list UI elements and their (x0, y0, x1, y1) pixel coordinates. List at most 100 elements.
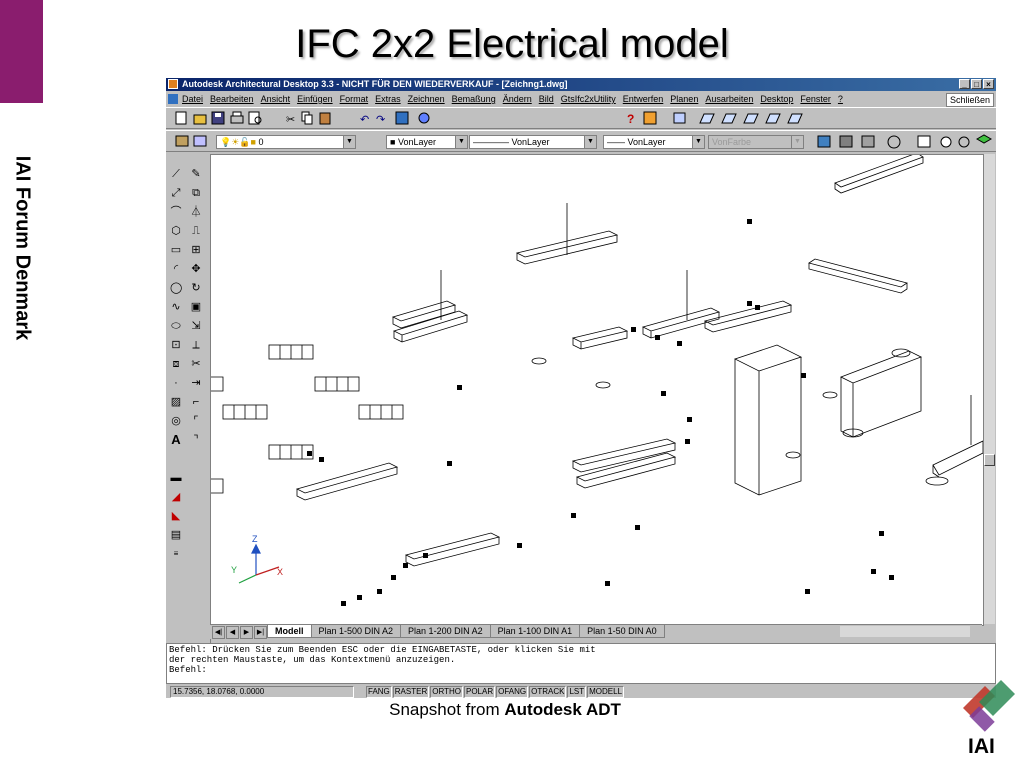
mirror-icon[interactable]: ⏃ (190, 206, 202, 218)
status-lst[interactable]: LST (567, 686, 587, 698)
fillet-icon[interactable]: ⌝ (193, 434, 199, 446)
horizontal-scrollbar[interactable] (840, 626, 970, 637)
wall-tool-icon[interactable]: ▬ (170, 472, 182, 484)
menu-bemassung[interactable]: Bemaßung (451, 94, 496, 104)
junction-spool[interactable] (595, 381, 611, 389)
chevron-down-icon[interactable]: ▼ (791, 136, 803, 148)
outlet-boxes[interactable] (307, 219, 894, 606)
view-iso3-icon[interactable] (743, 113, 759, 124)
object-properties-icon[interactable] (817, 135, 831, 148)
layer-combo[interactable]: 💡☀🔓■ 0 ▼ (216, 135, 356, 149)
move-icon[interactable]: ✥ (191, 263, 201, 275)
close-document-button[interactable]: Schließen (945, 93, 994, 107)
linetype-combo[interactable]: ———— VonLayer ▼ (469, 135, 597, 149)
cable-tray[interactable] (571, 326, 629, 350)
junction-spool[interactable] (785, 451, 801, 459)
open-folder-icon[interactable] (193, 114, 207, 125)
plotstyle-combo[interactable]: VonFarbe ▼ (708, 135, 804, 149)
cable-tray[interactable] (515, 230, 619, 265)
command-window[interactable]: Befehl: Drücken Sie zum Beenden ESC oder… (166, 643, 996, 684)
distribution-panel[interactable] (268, 344, 314, 360)
layer-manager-icon[interactable] (175, 135, 189, 147)
cable-tray[interactable] (834, 155, 924, 194)
cable-tray[interactable] (808, 258, 908, 294)
view-iso4-icon[interactable] (765, 113, 781, 124)
render-icon[interactable] (887, 135, 901, 149)
stretch-icon[interactable]: ⇲ (191, 320, 201, 332)
polyline-icon[interactable]: ⌒ (170, 206, 182, 218)
document-icon[interactable] (168, 94, 178, 104)
status-ortho[interactable]: ORTHO (430, 686, 463, 698)
command-prompt[interactable]: Befehl: (169, 665, 207, 675)
chevron-down-icon[interactable]: ▼ (455, 136, 467, 148)
orbit-icon[interactable] (958, 136, 970, 148)
view-iso-icon[interactable] (699, 113, 715, 124)
menu-ansicht[interactable]: Ansicht (260, 94, 291, 104)
tab-prev-button[interactable]: ◀ (226, 626, 239, 639)
status-ofang[interactable]: OFANG (496, 686, 529, 698)
vertical-scrollbar[interactable] (984, 154, 995, 624)
distribution-panel[interactable] (314, 376, 360, 392)
polygon-icon[interactable]: ⬡ (171, 225, 181, 237)
offset-icon[interactable]: ⎍ (192, 225, 200, 237)
insert-block-icon[interactable]: ⊡ (171, 339, 181, 351)
circle-icon[interactable]: ◯ (170, 282, 183, 294)
lengthen-icon[interactable]: ⟂ (192, 339, 200, 351)
menu-entwerfen[interactable]: Entwerfen (622, 94, 664, 104)
menu-gtsifc2xutility[interactable]: GtsIfc2xUtility (560, 94, 616, 104)
zoom-icon[interactable] (418, 112, 430, 124)
erase-icon[interactable]: ✎ (191, 168, 201, 180)
help-icon[interactable]: ? (627, 112, 634, 126)
rotate-icon[interactable]: ↻ (191, 282, 201, 294)
menu-ausarbeiten[interactable]: Ausarbeiten (705, 94, 754, 104)
print-icon[interactable] (230, 111, 244, 124)
menu-help[interactable]: ? (837, 94, 843, 104)
status-fang[interactable]: FANG (366, 686, 392, 698)
ifc-export-icon[interactable]: ≡ (173, 549, 179, 558)
view-front-icon[interactable] (673, 112, 686, 124)
maximize-button[interactable]: □ (971, 79, 982, 89)
status-otrack[interactable]: OTRACK (529, 686, 567, 698)
menu-desktop[interactable]: Desktop (760, 94, 794, 104)
view-iso2-icon[interactable] (721, 113, 737, 124)
drawing-area[interactable]: Z Y X (210, 154, 984, 626)
cube-icon[interactable] (975, 134, 993, 144)
slab-tool-icon[interactable]: ◣ (171, 510, 181, 522)
zoom-realtime-icon[interactable] (940, 136, 952, 148)
tab-plan-1-50[interactable]: Plan 1-50 DIN A0 (579, 625, 665, 638)
cable-tray[interactable] (391, 300, 457, 329)
arc-icon[interactable]: ◜ (173, 263, 179, 275)
menu-bearbeiten[interactable]: Bearbeiten (210, 94, 254, 104)
match-props-icon[interactable] (861, 135, 875, 148)
pan-icon[interactable] (395, 111, 409, 125)
scroll-thumb[interactable] (984, 454, 995, 466)
tab-modell[interactable]: Modell (267, 625, 312, 638)
trim-icon[interactable]: ✂ (191, 358, 201, 370)
design-center-icon[interactable] (839, 135, 853, 148)
close-button[interactable]: × (983, 79, 994, 89)
menu-fenster[interactable]: Fenster (800, 94, 831, 104)
construction-line-icon[interactable]: ⤢ (171, 187, 181, 199)
lineweight-combo[interactable]: —— VonLayer ▼ (603, 135, 705, 149)
menu-bild[interactable]: Bild (538, 94, 554, 104)
extend-icon[interactable]: ⇥ (191, 377, 201, 389)
junction-spool[interactable] (531, 357, 547, 365)
region-icon[interactable]: ◎ (171, 415, 181, 427)
cable-tray[interactable] (641, 307, 721, 339)
spline-icon[interactable]: ∿ (171, 301, 181, 313)
undo-icon[interactable]: ↶ (360, 113, 369, 126)
scale-icon[interactable]: ▣ (190, 301, 202, 313)
view-iso5-icon[interactable] (787, 113, 803, 124)
cable-tray[interactable] (932, 440, 983, 478)
distribution-panel[interactable] (222, 404, 268, 420)
window-layout-icon[interactable] (917, 135, 931, 148)
redo-icon[interactable]: ↷ (376, 113, 385, 126)
cut-icon[interactable]: ✂ (286, 113, 295, 126)
tab-plan-1-500[interactable]: Plan 1-500 DIN A2 (310, 625, 402, 638)
make-layer-current-icon[interactable] (193, 135, 207, 147)
chamfer-icon[interactable]: ⌜ (193, 415, 199, 427)
menu-einfuegen[interactable]: Einfügen (297, 94, 333, 104)
tab-last-button[interactable]: ▶| (254, 626, 267, 639)
break-icon[interactable]: ⌐ (192, 396, 200, 408)
switchboard-frame[interactable] (840, 348, 949, 486)
